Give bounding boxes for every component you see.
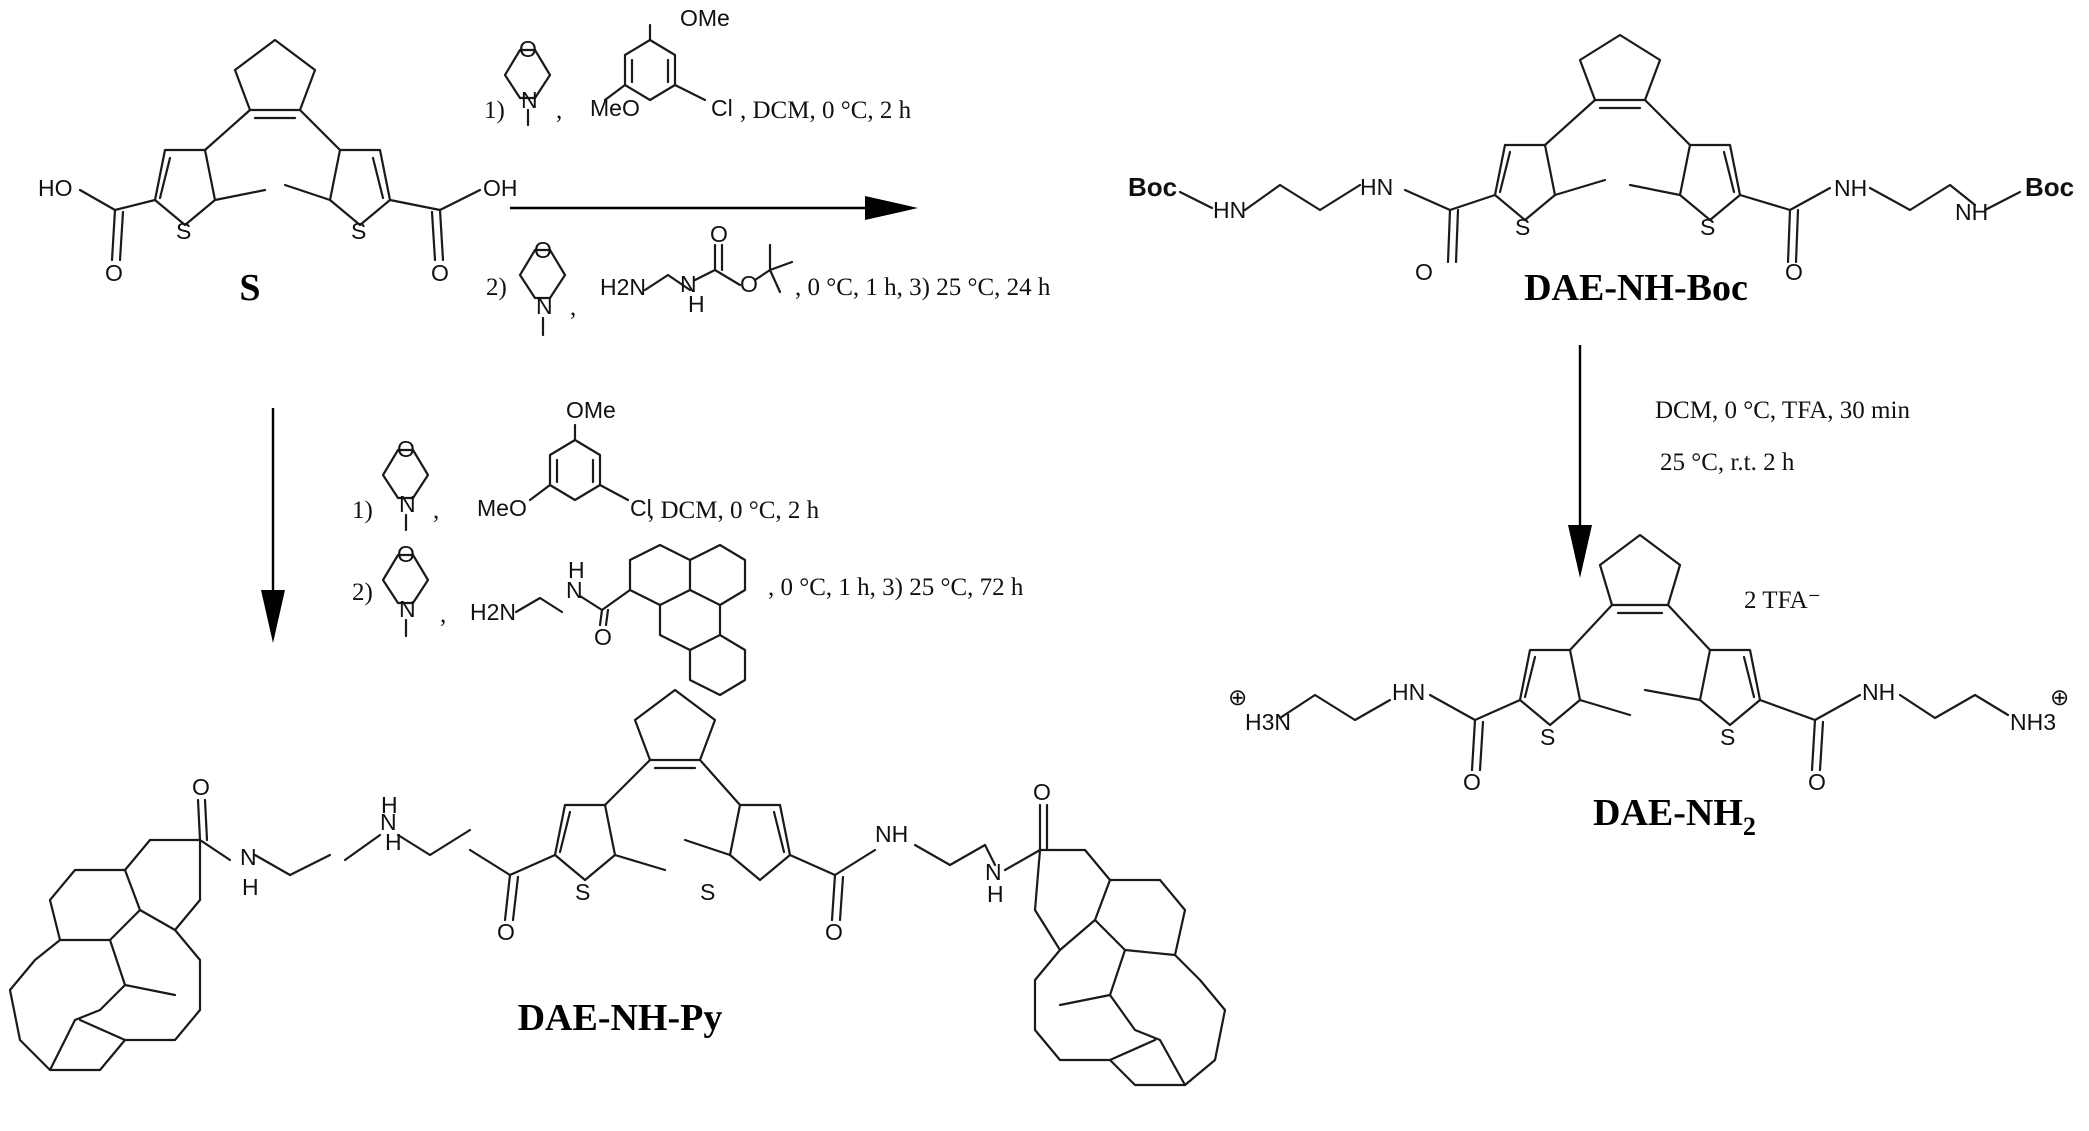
svg-text:O: O	[1033, 779, 1051, 805]
tfa-counterion: 2 TFA⁻	[1744, 587, 1821, 614]
deprotection-conditions-line2: 25 °C, r.t. 2 h	[1660, 449, 1795, 476]
svg-text:S: S	[1720, 724, 1735, 750]
svg-text:O: O	[710, 221, 728, 247]
svg-text:H: H	[568, 557, 585, 583]
svg-text:, 0 °C, 1 h, 3) 25 °C, 24 h: , 0 °C, 1 h, 3) 25 °C, 24 h	[795, 274, 1051, 301]
svg-text:MeO: MeO	[590, 95, 640, 121]
svg-text:OMe: OMe	[680, 5, 730, 31]
svg-text:H3N: H3N	[1245, 709, 1291, 735]
svg-text:O: O	[431, 260, 449, 286]
svg-text:NH: NH	[1834, 175, 1867, 201]
svg-text:H2N: H2N	[600, 274, 646, 300]
svg-text:N: N	[399, 491, 416, 517]
svg-text:N: N	[566, 577, 583, 603]
svg-text:O: O	[397, 436, 415, 462]
svg-text:H2N: H2N	[470, 599, 516, 625]
svg-text:S: S	[575, 879, 590, 905]
svg-text:O: O	[534, 237, 552, 263]
svg-text:S: S	[1540, 724, 1555, 750]
svg-text:HN: HN	[1213, 197, 1246, 223]
svg-text:1): 1)	[484, 97, 505, 124]
svg-text:Boc: Boc	[1128, 172, 1177, 202]
svg-text:H: H	[381, 792, 398, 818]
svg-text:, DCM, 0 °C, 2 h: , DCM, 0 °C, 2 h	[740, 97, 912, 124]
svg-text:, DCM, 0 °C, 2 h: , DCM, 0 °C, 2 h	[648, 497, 820, 524]
svg-text:N: N	[536, 293, 553, 319]
dae-nh2-structure: HN H3N ⊕ NH NH3 ⊕ S S O O	[1228, 533, 2069, 795]
svg-text:⊕: ⊕	[2050, 684, 2069, 710]
svg-text:HN: HN	[1392, 679, 1425, 705]
svg-text:O: O	[740, 271, 758, 297]
svg-text:O: O	[192, 774, 210, 800]
svg-text:HO: HO	[38, 175, 73, 201]
compound-s-structure: S S HO OH O O	[38, 38, 518, 286]
svg-text:O: O	[1463, 769, 1481, 795]
svg-text:O: O	[825, 919, 843, 945]
svg-text:OMe: OMe	[566, 397, 616, 423]
svg-text:O: O	[397, 541, 415, 567]
svg-text:N: N	[521, 87, 538, 113]
svg-text:H: H	[688, 291, 705, 317]
svg-text:MeO: MeO	[477, 495, 527, 521]
svg-text:,: ,	[570, 294, 576, 321]
svg-text:, 0 °C, 1 h, 3) 25 °C, 72 h: , 0 °C, 1 h, 3) 25 °C, 72 h	[768, 574, 1024, 601]
svg-text:Cl: Cl	[711, 95, 733, 121]
svg-text:H: H	[987, 881, 1004, 907]
dae-nh-boc-label: DAE-NH-Boc	[1524, 267, 1748, 309]
svg-text:,: ,	[433, 497, 439, 524]
svg-text:S: S	[351, 218, 366, 244]
svg-text:2): 2)	[486, 274, 507, 301]
dae-nh-py-structure: N H H N H O NH N H O	[8, 688, 1227, 1087]
svg-text:O: O	[497, 919, 515, 945]
svg-text:S: S	[1700, 214, 1715, 240]
svg-text:N: N	[380, 809, 397, 835]
svg-text:Cl: Cl	[630, 495, 652, 521]
top-reagents: 1) O N , OMe MeO Cl , DCM, 0 °C, 2 h 2) …	[484, 5, 1051, 337]
svg-text:2): 2)	[352, 579, 373, 606]
svg-text:NH: NH	[1862, 679, 1895, 705]
dae-nh2-label: DAE-NH2	[1593, 792, 1756, 841]
svg-text:S: S	[176, 218, 191, 244]
svg-text:N: N	[985, 859, 1002, 885]
svg-text:N: N	[680, 271, 697, 297]
svg-text:O: O	[519, 36, 537, 62]
arrow-right	[1568, 345, 1592, 578]
svg-text:N: N	[399, 596, 416, 622]
svg-text:NH: NH	[1955, 199, 1988, 225]
svg-text:⊕: ⊕	[1228, 684, 1247, 710]
svg-text:O: O	[1785, 259, 1803, 285]
deprotection-conditions-line1: DCM, 0 °C, TFA, 30 min	[1655, 397, 1910, 424]
svg-text:O: O	[1415, 259, 1433, 285]
compound-s-label: S	[239, 267, 260, 309]
svg-text:NH3: NH3	[2010, 709, 2056, 735]
svg-text:NH: NH	[875, 821, 908, 847]
dae-nh-boc-structure: HN HN Boc NH NH Boc S S O O	[1128, 33, 2074, 285]
svg-text:HN: HN	[1360, 174, 1393, 200]
left-reagents: 1) O N , OMe MeO Cl , DCM, 0 °C, 2 h 2) …	[352, 397, 1024, 697]
svg-text:H: H	[242, 874, 259, 900]
svg-text:,: ,	[440, 601, 446, 628]
arrow-left	[261, 408, 285, 643]
svg-text:H: H	[385, 829, 402, 855]
svg-text:O: O	[1808, 769, 1826, 795]
svg-text:O: O	[594, 624, 612, 650]
svg-text:S: S	[1515, 214, 1530, 240]
svg-text:OH: OH	[483, 175, 518, 201]
svg-text:Boc: Boc	[2025, 172, 2074, 202]
svg-text:1): 1)	[352, 497, 373, 524]
svg-text:O: O	[105, 260, 123, 286]
svg-text:N: N	[240, 844, 257, 870]
arrow-top	[510, 196, 918, 220]
svg-text:,: ,	[556, 97, 562, 124]
svg-text:S: S	[700, 879, 715, 905]
dae-nh-py-label: DAE-NH-Py	[518, 997, 723, 1039]
